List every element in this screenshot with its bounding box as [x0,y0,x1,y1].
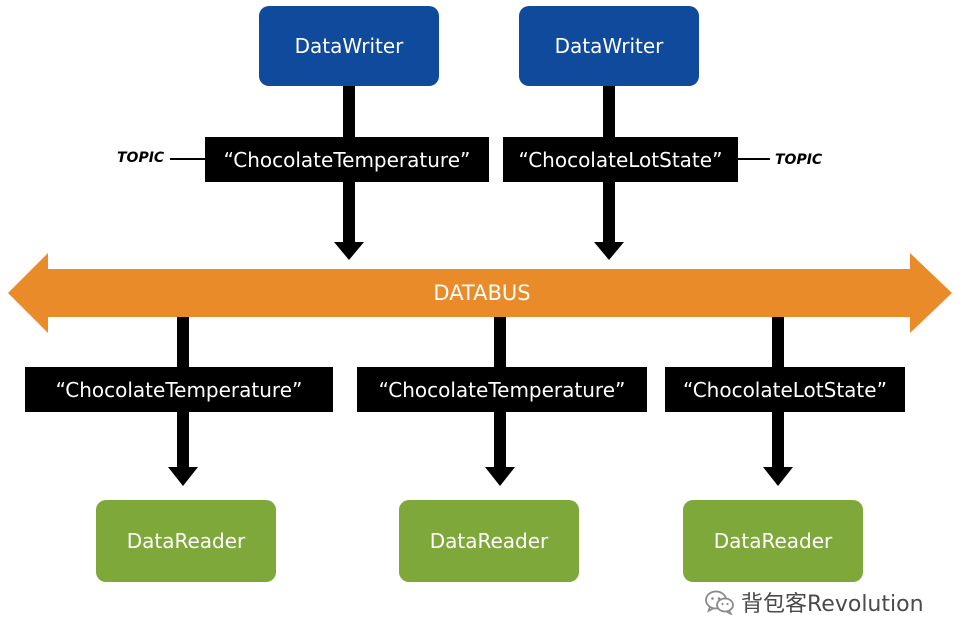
datawriter-box-1: DataWriter [259,6,439,86]
datareader-box-2: DataReader [399,500,579,582]
datareader-box-1: DataReader [96,500,276,582]
watermark: 背包客Revolution [705,586,924,618]
datawriter-box-2: DataWriter [519,6,699,86]
writer-topic-label-2: “ChocolateLotState” [503,137,738,182]
watermark-text: 背包客Revolution [741,592,924,617]
reader-topic-label-2: “ChocolateTemperature” [357,367,647,412]
writer-topic-label-1: “ChocolateTemperature” [205,137,489,182]
wechat-icon [705,589,735,615]
reader-topic-label-3: “ChocolateLotState” [665,367,905,412]
databus-label: DATABUS [433,281,531,305]
datareader-box-3: DataReader [683,500,863,582]
topic-tag-right: TOPIC [775,152,823,168]
topic-tag-left: TOPIC [117,150,165,166]
databus-arrow [8,253,952,333]
reader-topic-label-1: “ChocolateTemperature” [25,367,333,412]
